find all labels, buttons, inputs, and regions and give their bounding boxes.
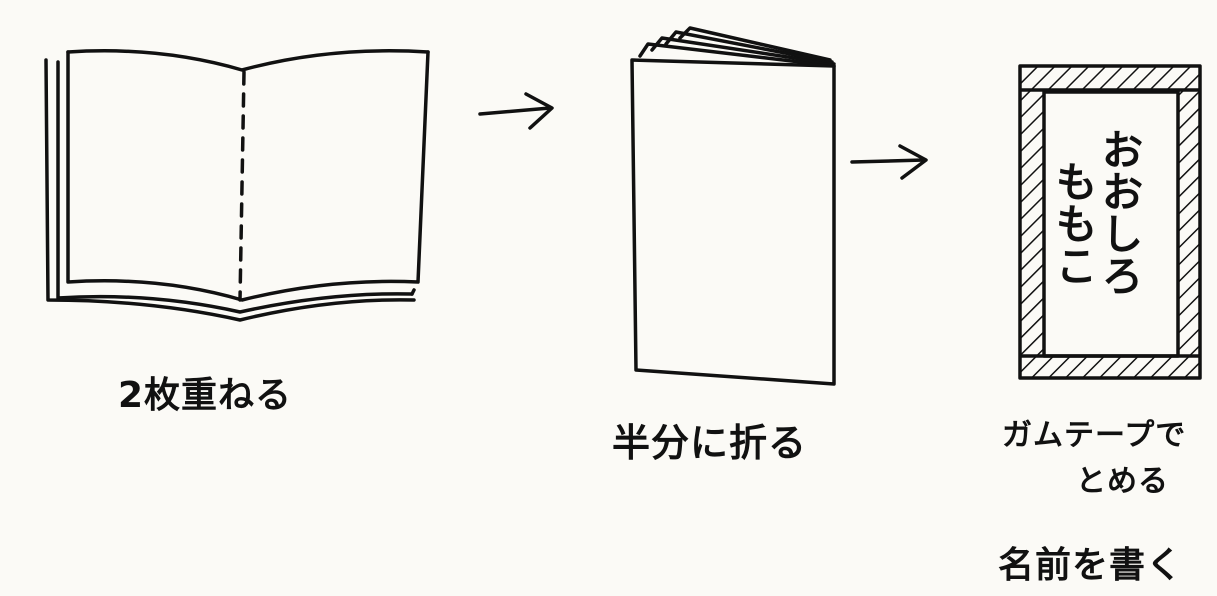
step-1-label: 2枚重ねる <box>118 366 292 418</box>
cover-name-column-2: ももこ <box>1050 160 1096 286</box>
step-2-label: 半分に折る <box>612 412 807 467</box>
arrow-right-icon <box>480 94 552 128</box>
arrow-right-icon <box>852 146 926 178</box>
cover-name-column-1: おおしろ <box>1096 128 1142 296</box>
step-3-label-line-1: ガムテープで <box>1002 410 1186 454</box>
folded-booklet-drawing <box>632 28 834 384</box>
stacked-sheets-drawing <box>46 51 428 320</box>
step-3-label-line-2: とめる <box>1076 456 1169 500</box>
step-4-label: 名前を書く <box>998 536 1183 588</box>
